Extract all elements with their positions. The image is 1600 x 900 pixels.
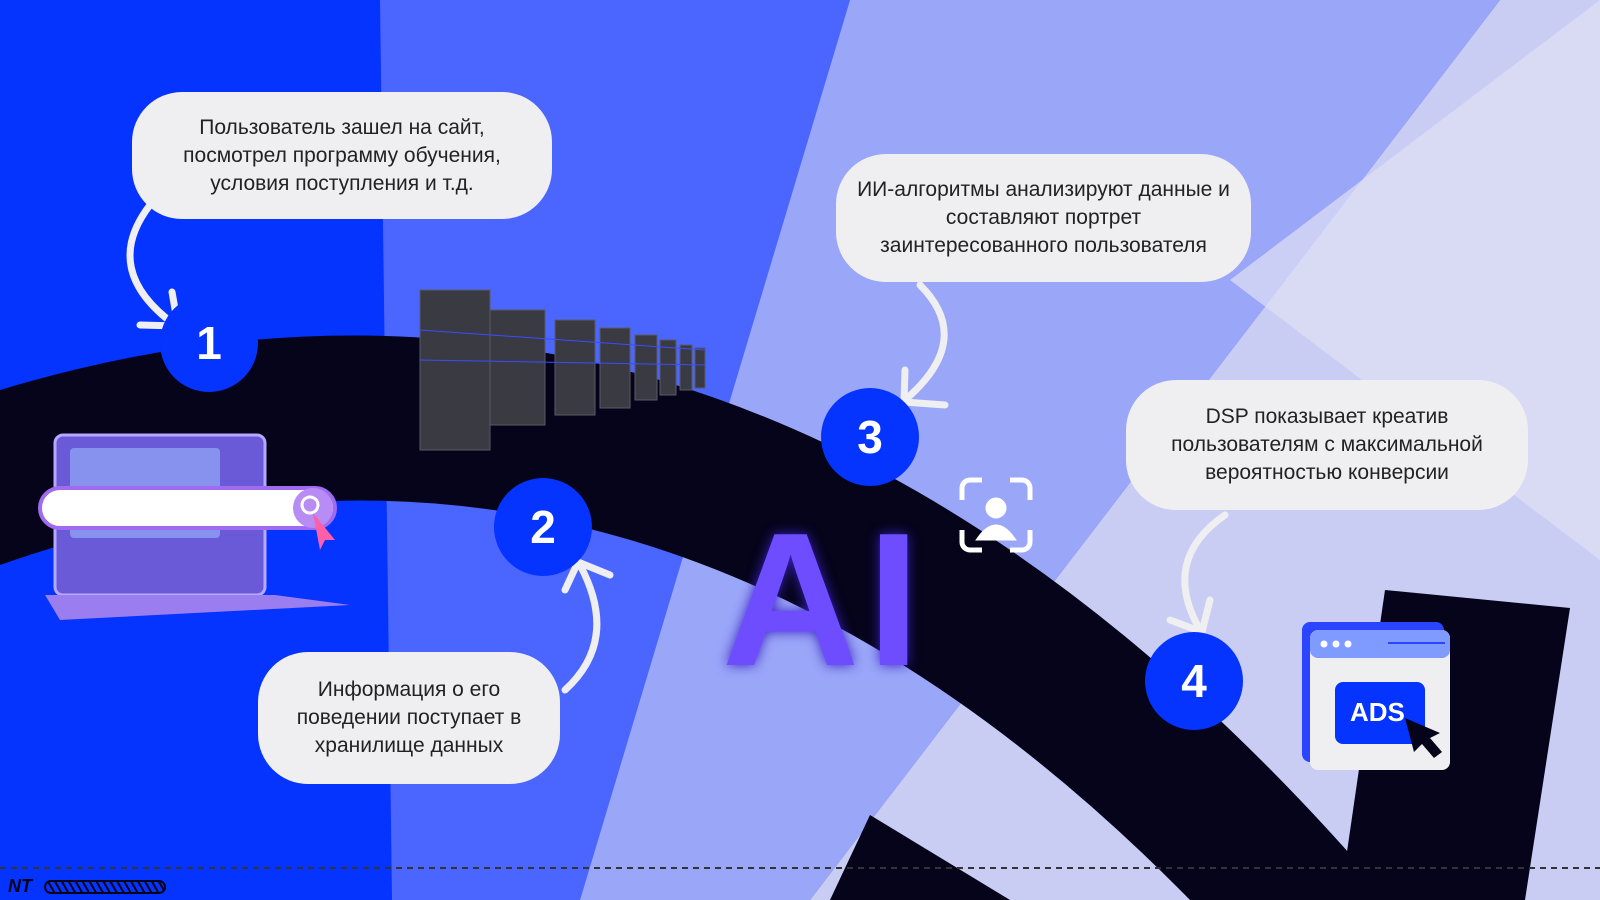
arrow-2 [561,557,614,694]
step-1-bubble: Пользователь зашел на сайт, посмотрел пр… [132,92,552,219]
step-2-bubble: Информация о его поведении поступает в х… [258,652,560,784]
step-2-text: Информация о его поведении поступает в х… [296,678,522,757]
logo: NT [8,876,32,896]
step-2-number: 2 [494,478,592,576]
step-3-text: ИИ-алгоритмы анализируют данные и состав… [857,178,1230,257]
laptop-search-illustration [38,433,350,620]
ai-label: AI [722,494,928,706]
step-4-number: 4 [1145,632,1243,730]
ads-label: ADS [1350,697,1405,727]
ads-window-icon [1302,622,1450,770]
step-3-number: 3 [821,388,919,486]
step-3-bubble: ИИ-алгоритмы анализируют данные и состав… [836,154,1251,282]
step-1-number: 1 [160,294,258,392]
journey-arc [0,335,1390,900]
servers-illustration [419,289,706,451]
decorative-stripes [44,880,166,894]
step-1-text: Пользователь зашел на сайт, посмотрел пр… [183,115,501,195]
step-4-text: DSP показывает креатив пользователям с м… [1171,405,1483,484]
face-scan-icon [959,477,1033,553]
step-4-bubble: DSP показывает креатив пользователям с м… [1126,380,1528,510]
